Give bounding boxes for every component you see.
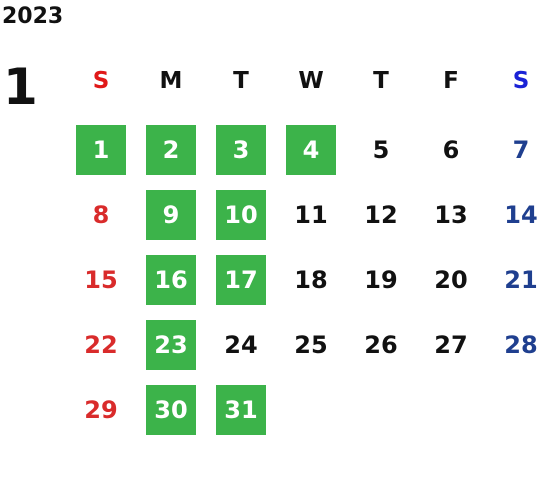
calendar-day-14[interactable]: 14 [504, 201, 538, 229]
calendar-day-29[interactable]: 29 [84, 396, 118, 424]
calendar-day-1[interactable]: 1 [76, 125, 126, 175]
calendar-day-2[interactable]: 2 [146, 125, 196, 175]
calendar-day-12[interactable]: 12 [364, 201, 398, 229]
calendar-day-28[interactable]: 28 [504, 331, 538, 359]
calendar-day-4[interactable]: 4 [286, 125, 336, 175]
calendar-year: 2023 [2, 4, 64, 29]
calendar-day-30[interactable]: 30 [146, 385, 196, 435]
calendar-day-21[interactable]: 21 [504, 266, 538, 294]
calendar-day-22[interactable]: 22 [84, 331, 118, 359]
weekday-header-wed: W [298, 68, 324, 94]
calendar-day-23[interactable]: 23 [146, 320, 196, 370]
calendar-day-6[interactable]: 6 [442, 136, 460, 164]
calendar-day-7[interactable]: 7 [512, 136, 530, 164]
calendar-day-3[interactable]: 3 [216, 125, 266, 175]
calendar-day-19[interactable]: 19 [364, 266, 398, 294]
calendar-day-31[interactable]: 31 [216, 385, 266, 435]
calendar-day-9[interactable]: 9 [146, 190, 196, 240]
weekday-header-fri: F [443, 68, 459, 94]
calendar-day-5[interactable]: 5 [372, 136, 390, 164]
weekday-header-sat: S [512, 68, 530, 94]
calendar-day-17[interactable]: 17 [216, 255, 266, 305]
calendar-day-26[interactable]: 26 [364, 331, 398, 359]
calendar-day-25[interactable]: 25 [294, 331, 328, 359]
calendar-month: 1 [3, 58, 38, 116]
calendar-day-11[interactable]: 11 [294, 201, 328, 229]
calendar-day-18[interactable]: 18 [294, 266, 328, 294]
calendar-day-24[interactable]: 24 [224, 331, 258, 359]
calendar-day-15[interactable]: 15 [84, 266, 118, 294]
calendar-day-8[interactable]: 8 [92, 201, 110, 229]
weekday-header-tue: T [233, 68, 249, 94]
weekday-header-sun: S [92, 68, 110, 94]
calendar-day-13[interactable]: 13 [434, 201, 468, 229]
weekday-header-thu: T [373, 68, 389, 94]
calendar-day-10[interactable]: 10 [216, 190, 266, 240]
calendar-day-27[interactable]: 27 [434, 331, 468, 359]
weekday-header-mon: M [159, 68, 183, 94]
calendar-day-20[interactable]: 20 [434, 266, 468, 294]
calendar-day-16[interactable]: 16 [146, 255, 196, 305]
